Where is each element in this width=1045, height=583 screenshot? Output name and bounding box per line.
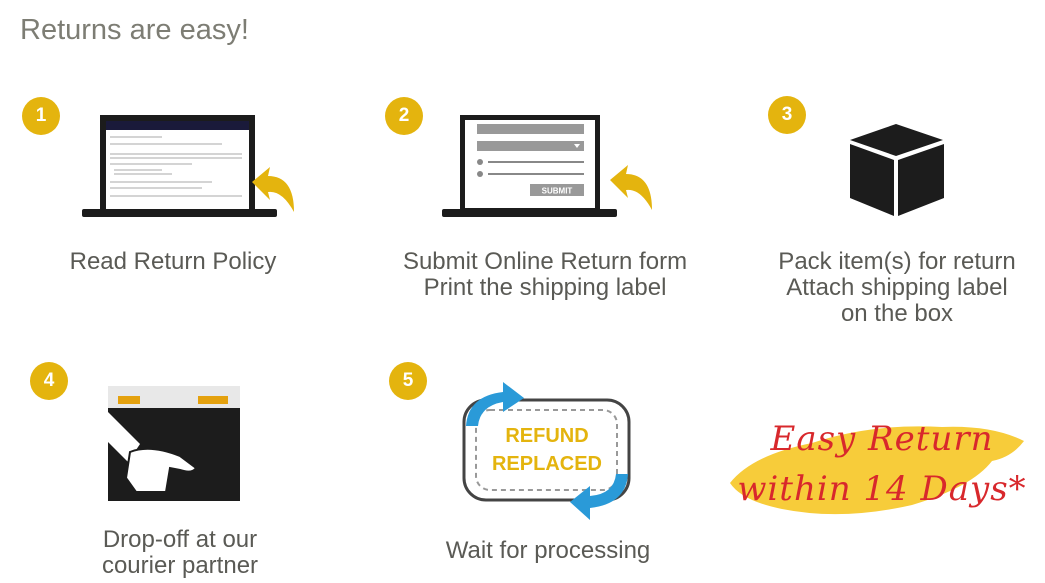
box-icon <box>850 124 944 216</box>
submit-button-graphic: SUBMIT <box>542 187 573 196</box>
refund-cycle-icon: REFUND REPLACED <box>462 382 631 520</box>
stamp-replaced: REPLACED <box>492 453 602 475</box>
laptop-policy-icon <box>82 115 294 217</box>
page-title: Returns are easy! <box>20 14 249 46</box>
step-3-badge: 3 <box>768 96 806 134</box>
step-1-badge: 1 <box>22 97 60 135</box>
step-2-badge: 2 <box>385 97 423 135</box>
cycle-arrow-top-icon <box>466 382 524 426</box>
stamp-refund: REFUND <box>505 425 588 447</box>
hand-box-icon <box>108 386 240 501</box>
cycle-arrow-bottom-icon <box>570 474 628 520</box>
promo-line-2: within 14 Days* <box>737 469 1027 509</box>
laptop-form-icon: SUBMIT <box>442 115 652 217</box>
promo-line-1: Easy Return <box>770 419 994 459</box>
step-4-badge: 4 <box>30 362 68 400</box>
easy-return-promo: Easy Return within 14 Days* <box>722 405 1042 530</box>
step-5-badge: 5 <box>389 362 427 400</box>
step-5-label: Wait for processing <box>445 537 651 564</box>
step-1-label: Read Return Policy <box>69 248 277 275</box>
paint-brush-stroke-icon <box>730 426 1024 515</box>
